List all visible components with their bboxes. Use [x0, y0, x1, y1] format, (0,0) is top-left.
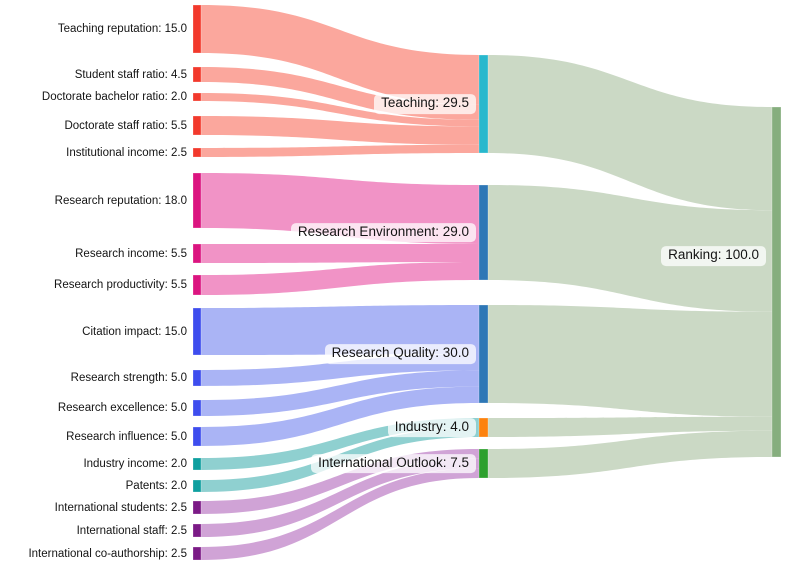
node-label-research-reputation: Research reputation: 18.0 — [54, 194, 187, 207]
node-label-research-influence: Research influence: 5.0 — [66, 430, 187, 443]
node-label-research-environment: Research Environment: 29.0 — [290, 222, 476, 243]
node-label-citation-impact: Citation impact: 15.0 — [82, 325, 187, 338]
link-doctorate-bachelor-ratio-to-teaching[interactable] — [201, 93, 479, 127]
node-research-environment[interactable] — [478, 184, 489, 281]
node-label-international-co-authorship: International co-authorship: 2.5 — [28, 547, 187, 560]
node-label-research-income: Research income: 5.5 — [75, 247, 187, 260]
link-institutional-income-to-teaching[interactable] — [201, 144, 479, 157]
node-label-international-students: International students: 2.5 — [54, 501, 187, 514]
link-international-students-to-international-outlook[interactable] — [201, 449, 479, 514]
link-citation-impact-to-research-quality[interactable] — [201, 305, 479, 355]
node-label-research-excellence: Research excellence: 5.0 — [57, 401, 187, 414]
link-research-excellence-to-research-quality[interactable] — [201, 370, 479, 416]
node-research-quality[interactable] — [478, 304, 489, 404]
link-industry-to-ranking[interactable] — [488, 416, 772, 437]
node-label-industry-income: Industry income: 2.0 — [83, 457, 187, 470]
node-research-excellence[interactable] — [192, 399, 202, 417]
node-international-co-authorship[interactable] — [192, 546, 202, 561]
node-ranking[interactable] — [771, 106, 782, 458]
node-international-staff[interactable] — [192, 523, 202, 538]
node-teaching-reputation[interactable] — [192, 4, 202, 54]
node-research-strength[interactable] — [192, 369, 202, 387]
link-teaching-to-ranking[interactable] — [488, 55, 772, 211]
link-doctorate-staff-ratio-to-teaching[interactable] — [201, 116, 479, 145]
node-label-student-staff-ratio: Student staff ratio: 4.5 — [74, 68, 187, 81]
sankey-links-layer — [201, 5, 772, 560]
link-research-environment-to-ranking[interactable] — [488, 185, 772, 312]
node-label-research-strength: Research strength: 5.0 — [70, 371, 187, 384]
link-international-outlook-to-ranking[interactable] — [488, 430, 772, 478]
node-patents[interactable] — [192, 479, 202, 493]
node-label-teaching-reputation: Teaching reputation: 15.0 — [57, 22, 187, 35]
node-label-institutional-income: Institutional income: 2.5 — [66, 146, 187, 159]
node-citation-impact[interactable] — [192, 307, 202, 356]
node-doctorate-bachelor-ratio[interactable] — [192, 92, 202, 102]
node-industry-income[interactable] — [192, 457, 202, 471]
link-teaching-reputation-to-teaching[interactable] — [201, 5, 479, 105]
node-teaching[interactable] — [478, 54, 489, 154]
link-international-staff-to-international-outlook[interactable] — [201, 458, 479, 537]
node-label-research-productivity: Research productivity: 5.5 — [54, 278, 187, 291]
link-research-quality-to-ranking[interactable] — [488, 305, 772, 417]
node-label-international-outlook: International Outlook: 7.5 — [311, 453, 476, 474]
link-international-co-authorship-to-international-outlook[interactable] — [201, 468, 479, 560]
link-research-productivity-to-research-environment[interactable] — [201, 261, 479, 295]
node-label-teaching: Teaching: 29.5 — [374, 94, 476, 114]
node-industry[interactable] — [478, 417, 489, 438]
node-international-outlook[interactable] — [478, 448, 489, 479]
node-label-patents: Patents: 2.0 — [125, 479, 187, 492]
node-institutional-income[interactable] — [192, 147, 202, 158]
node-label-ranking: Ranking: 100.0 — [661, 246, 766, 266]
node-international-students[interactable] — [192, 500, 202, 515]
node-student-staff-ratio[interactable] — [192, 66, 202, 83]
node-research-reputation[interactable] — [192, 172, 202, 229]
node-research-income[interactable] — [192, 243, 202, 264]
node-label-international-staff: International staff: 2.5 — [76, 524, 187, 537]
node-research-productivity[interactable] — [192, 274, 202, 296]
node-label-research-quality: Research Quality: 30.0 — [324, 344, 476, 364]
node-label-industry: Industry: 4.0 — [387, 417, 476, 438]
node-label-doctorate-bachelor-ratio: Doctorate bachelor ratio: 2.0 — [41, 90, 187, 103]
node-research-influence[interactable] — [192, 426, 202, 447]
node-doctorate-staff-ratio[interactable] — [192, 115, 202, 136]
link-research-income-to-research-environment[interactable] — [201, 243, 479, 263]
node-label-doctorate-staff-ratio: Doctorate staff ratio: 5.5 — [64, 119, 187, 132]
sankey-nodes-layer — [192, 4, 782, 561]
link-research-influence-to-research-quality[interactable] — [201, 386, 479, 446]
